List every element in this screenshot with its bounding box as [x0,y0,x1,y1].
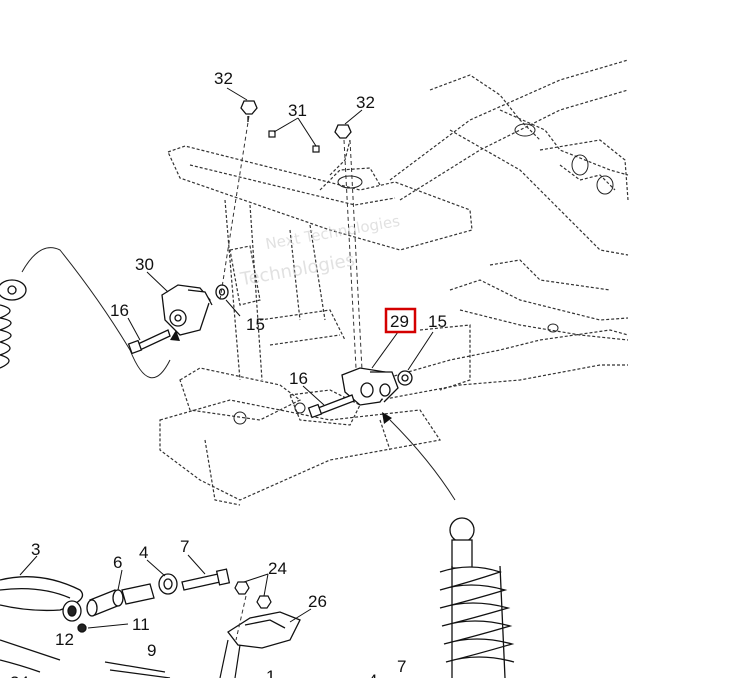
a-arm-assembly [0,576,84,673]
callout-15-left: 15 [246,315,265,334]
callout-6: 6 [113,553,122,572]
bolt-7 [181,568,231,591]
shock-absorber-left [0,247,171,379]
bushing-4 [158,573,178,595]
callout-12: 12 [55,630,74,649]
guide-lines [219,115,363,641]
callout-9: 9 [147,641,156,660]
bolt-16-right [307,394,355,419]
callout-16-right: 16 [289,369,308,388]
leader-lines [19,87,434,629]
callout-32-left: 32 [214,69,233,88]
callout-34: 34 [10,673,29,678]
callout-4-lower: 4 [368,671,377,678]
arrow-markers [170,330,392,424]
bolt-16-left [127,329,171,355]
bushing-12 [62,600,82,622]
callout-15-right: 15 [428,312,447,331]
callout-29-highlight-box [384,307,417,334]
nut-32-right [334,124,352,139]
callout-26: 26 [308,592,327,611]
callout-4: 4 [139,543,148,562]
callout-32-right: 32 [356,93,375,112]
washer-15-right [397,370,413,386]
shock-absorber-right [389,419,515,679]
pin-11 [77,623,87,633]
nuts-31 [268,130,320,153]
bracket-29 [341,367,399,406]
callout-1: 1 [266,667,275,678]
callout-30: 30 [135,255,154,274]
skid-plate-26 [227,611,301,649]
callout-24: 24 [268,559,287,578]
callout-7: 7 [180,537,189,556]
callout-3: 3 [31,540,40,559]
frame-detail-lines [233,123,614,425]
watermark-text-2: Technologies [238,250,357,291]
watermark-text-1: Next Technologies [264,212,401,253]
callout-31: 31 [288,101,307,120]
bolt-9 [104,639,241,679]
nut-32-left [240,100,258,122]
washer-15-left [215,284,229,300]
nuts-24 [234,581,272,609]
sleeve-6 [86,583,155,617]
frame-assembly [159,59,629,506]
callout-16-left: 16 [110,301,129,320]
callout-29: 29 [390,312,409,331]
callout-11: 11 [132,615,150,634]
bracket-30 [161,284,213,336]
callout-7-lower: 7 [397,657,406,676]
